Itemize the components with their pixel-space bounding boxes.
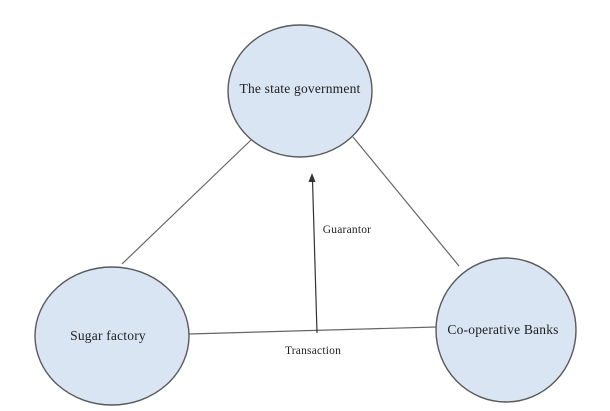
node-sugar-factory [35, 267, 189, 405]
node-label-state-government: The state government [239, 81, 361, 96]
edge-guarantor-arrow-shaft [311, 179, 318, 334]
node-label-sugar-factory: Sugar factory [70, 328, 146, 343]
node-cooperative-banks-border [435, 257, 577, 403]
node-state-government [228, 25, 372, 157]
node-label-cooperative-banks: Co-operative Banks [447, 322, 559, 337]
edge-government-banks [352, 136, 460, 267]
edge-transaction-line [188, 326, 437, 335]
guarantor-arrowhead-icon [308, 173, 316, 182]
edge-government-factory [121, 139, 252, 265]
edge-label-guarantor: Guarantor [322, 224, 372, 236]
edge-label-transaction: Transaction [284, 345, 342, 357]
node-sugar-factory-border [34, 266, 190, 406]
node-state-government-border [227, 24, 373, 158]
node-cooperative-banks [436, 258, 576, 402]
